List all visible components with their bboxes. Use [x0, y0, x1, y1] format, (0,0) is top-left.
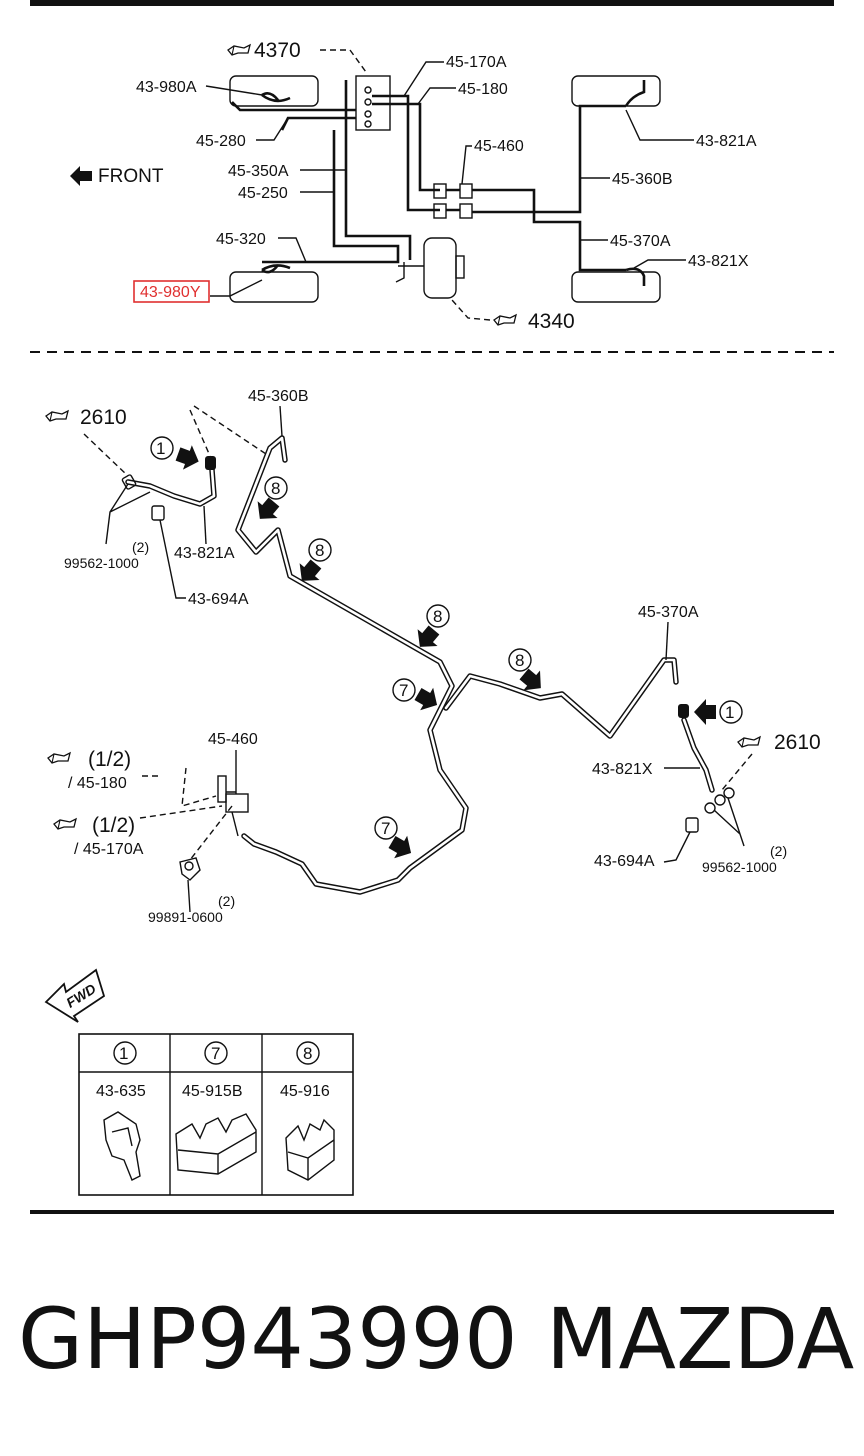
label-43-694A-a: 43-694A [188, 591, 249, 608]
front-label: FRONT [98, 166, 164, 187]
callout-1-a: 1 [150, 436, 204, 474]
callout-7-b: 7 [374, 816, 418, 865]
svg-text:8: 8 [515, 651, 524, 670]
overview-diagram: FRONT 4370 4340 43-980A 45-280 45-350A 4… [70, 39, 757, 333]
callout-7-a: 7 [392, 678, 444, 717]
label-99562-b: 99562-1000 [702, 859, 777, 875]
wheel-rear-right [571, 75, 661, 107]
legend-col-3: 8 45-916 [280, 1041, 335, 1181]
label-45-460: 45-460 [474, 138, 524, 155]
callout-8-b: 8 [291, 538, 332, 590]
label-43-980Y: 43-980Y [140, 284, 201, 301]
ref-4340: 4340 [528, 310, 575, 333]
ref-half-b: (1/2) [92, 814, 135, 837]
book-icon [493, 314, 517, 326]
legend-num: 1 [119, 1044, 128, 1063]
callout-1-b: 1 [694, 699, 743, 725]
label-45-320: 45-320 [216, 231, 266, 248]
brake-booster [423, 237, 457, 299]
label-45-280: 45-280 [196, 133, 246, 150]
ref-2610-b: 2610 [774, 731, 821, 754]
book-icon [53, 818, 77, 830]
highlight-box [133, 280, 210, 303]
label-qty-2-a: (2) [132, 539, 149, 555]
legend-col-1: 1 43-635 [96, 1041, 146, 1181]
label-45-350A: 45-350A [228, 163, 289, 180]
callout-8-a: 8 [249, 476, 288, 528]
label-45-370A: 45-370A [638, 604, 699, 621]
label-43-821X: 43-821X [592, 761, 653, 778]
label-qty-2-b: (2) [770, 843, 787, 859]
svg-text:7: 7 [381, 819, 390, 838]
callout-8-d: 8 [508, 648, 550, 699]
legend-part: 45-916 [280, 1083, 330, 1100]
wheel-front-left [229, 271, 319, 303]
label-45-250: 45-250 [238, 185, 288, 202]
svg-text:7: 7 [399, 681, 408, 700]
label-99891: 99891-0600 [148, 909, 223, 925]
label-43-980A: 43-980A [136, 79, 197, 96]
label-45-170A: 45-170A [446, 54, 507, 71]
legend-num: 7 [211, 1044, 220, 1063]
legend-part: 43-635 [96, 1083, 146, 1100]
clip-icon [103, 1111, 141, 1181]
book-icon [47, 752, 71, 764]
front-arrow-icon [70, 166, 92, 186]
legend-col-2: 7 45-915B [175, 1041, 257, 1175]
label-43-694A-b: 43-694A [594, 853, 655, 870]
legend-part: 45-915B [182, 1083, 243, 1100]
label-43-821A: 43-821A [696, 133, 757, 150]
label-45-180: 45-180 [458, 81, 508, 98]
label-99562-a: 99562-1000 [64, 555, 139, 571]
svg-text:8: 8 [315, 541, 324, 560]
part-number: GHP943990 [18, 1290, 518, 1388]
fwd-arrow-icon: FWD [44, 968, 106, 1023]
brand-name: MAZDA [546, 1290, 854, 1388]
ref-4370: 4370 [254, 39, 301, 62]
label-43-821A: 43-821A [174, 545, 235, 562]
label-45-360B: 45-360B [612, 171, 673, 188]
book-icon [737, 736, 761, 748]
pipe-clip-icon [175, 1113, 257, 1175]
label-45-370A: 45-370A [610, 233, 671, 250]
label-45-360B: 45-360B [248, 388, 309, 405]
legend-num: 8 [303, 1044, 312, 1063]
svg-text:1: 1 [725, 703, 734, 722]
bottom-divider [30, 1210, 834, 1214]
callout-8-c: 8 [409, 604, 450, 656]
label-qty-2-c: (2) [218, 893, 235, 909]
book-icon [227, 44, 251, 56]
label-43-821X: 43-821X [688, 253, 749, 270]
label-45-170A: / 45-170A [74, 841, 144, 858]
ref-half-a: (1/2) [88, 748, 131, 771]
svg-text:8: 8 [271, 479, 280, 498]
wheel-rear-left [571, 271, 661, 303]
book-icon [45, 410, 69, 422]
svg-text:8: 8 [433, 607, 442, 626]
svg-text:1: 1 [156, 439, 165, 458]
pipe-clip-icon [285, 1118, 335, 1181]
top-border [30, 0, 834, 6]
label-45-460: 45-460 [208, 731, 258, 748]
wheel-front-right [229, 75, 319, 107]
legend-table: 1 43-635 7 45-915B 8 45-916 [78, 1033, 354, 1196]
ref-2610-a: 2610 [80, 406, 127, 429]
label-45-180: / 45-180 [68, 775, 127, 792]
detail-diagram: 2610 2610 (1/2) (1/2) 1 8 8 8 [44, 388, 821, 1023]
